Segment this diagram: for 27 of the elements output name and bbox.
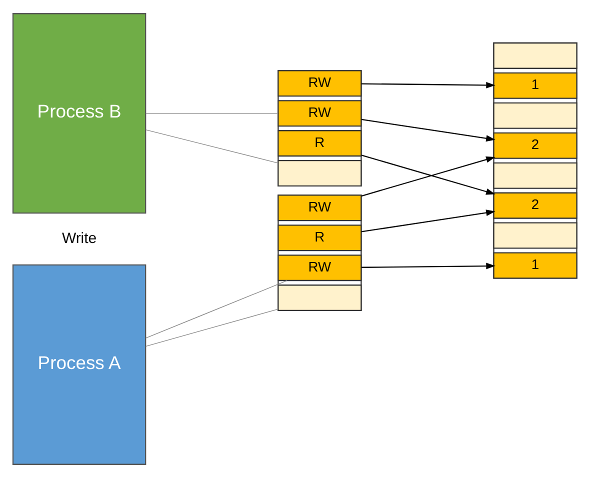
node-box: RW <box>278 194 362 222</box>
node-box: RW <box>278 70 362 97</box>
node-box: Process A <box>12 264 146 465</box>
node-box <box>493 42 578 69</box>
node-box: Process B <box>12 13 146 214</box>
arrow <box>361 118 496 142</box>
node-box <box>278 160 362 187</box>
node-box: R <box>278 130 362 157</box>
label: Write <box>62 230 97 247</box>
node-box: RW <box>278 254 362 282</box>
node-box <box>493 162 578 189</box>
connector <box>145 308 278 347</box>
connector <box>145 280 288 338</box>
node-box <box>493 222 578 249</box>
node-box: RW <box>278 100 362 127</box>
node-box: 1 <box>493 72 578 99</box>
connector <box>145 113 278 114</box>
node-box <box>278 284 362 312</box>
node-box: R <box>278 224 362 252</box>
arrow <box>361 82 496 88</box>
node-box: 2 <box>493 132 578 159</box>
arrow <box>361 210 496 232</box>
node-box <box>493 102 578 129</box>
arrow <box>361 262 496 270</box>
connector <box>145 129 278 164</box>
node-box: 2 <box>493 192 578 219</box>
node-box: 1 <box>493 252 578 279</box>
